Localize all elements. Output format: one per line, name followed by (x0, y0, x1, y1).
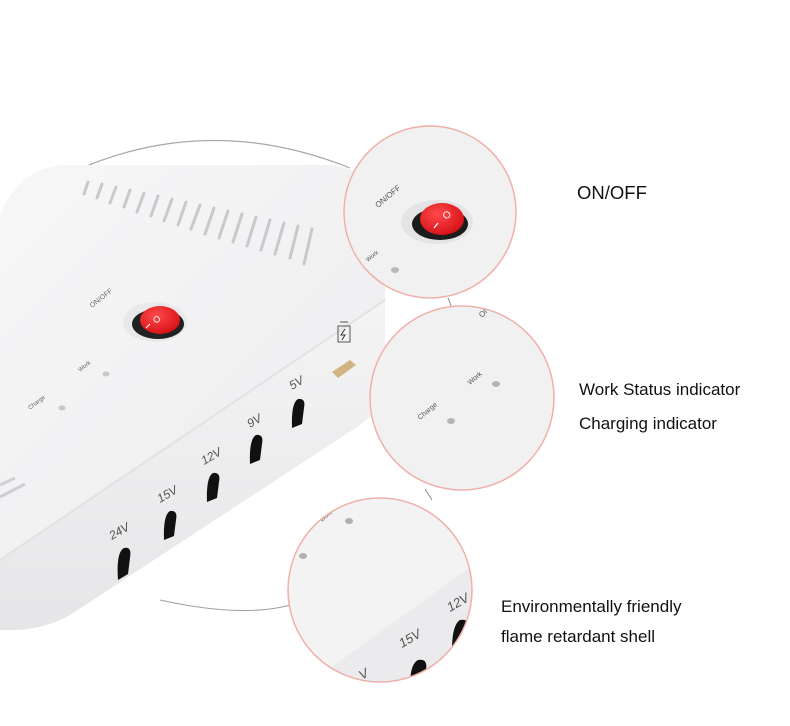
label-shell-line2: flame retardant shell (501, 627, 656, 646)
callout-indicators-zoom: ON Work Charge (369, 305, 555, 491)
work-indicator (102, 371, 110, 377)
label-shell-line1: Environmentally friendly (501, 597, 682, 616)
svg-text:O: O (151, 313, 163, 325)
charge-indicator (58, 405, 66, 411)
power-switch[interactable] (140, 306, 180, 334)
label-onoff: ON/OFF (577, 182, 647, 203)
callout-onoff-zoom: O ON/OFF Work (343, 125, 517, 299)
label-work-status: Work Status indicator (579, 380, 741, 399)
device-body: O ON/OFF Work Charge 24V (0, 165, 386, 631)
callout-shell-zoom: Work 12V 15V V (287, 497, 473, 683)
usb-port[interactable] (332, 360, 356, 378)
usb-charge-icon (337, 321, 351, 343)
label-charging: Charging indicator (579, 414, 717, 433)
vent-slots (82, 180, 314, 266)
